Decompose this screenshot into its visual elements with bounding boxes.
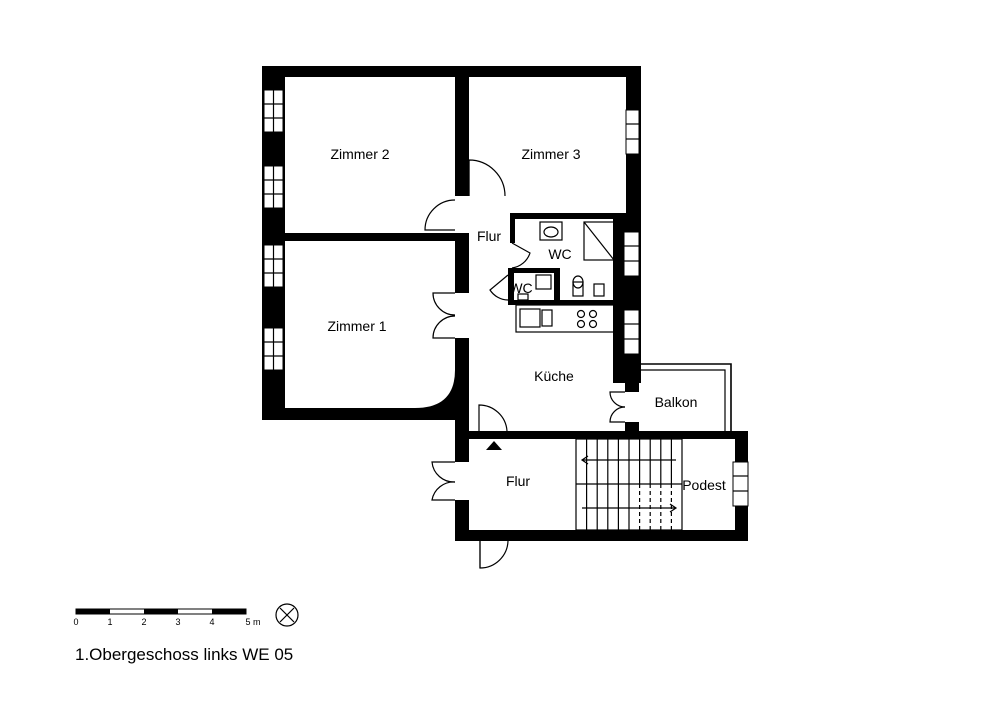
doors — [424, 159, 626, 569]
room-label-kueche: Küche — [534, 368, 574, 384]
windows — [263, 89, 749, 507]
room-label-zimmer3: Zimmer 3 — [521, 146, 580, 162]
room-label-balkon: Balkon — [655, 394, 698, 410]
room-label-flur-lower: Flur — [506, 473, 530, 489]
scale-tick-0: 0 — [73, 617, 78, 627]
outer-walls — [262, 66, 748, 541]
room-label-podest: Podest — [682, 477, 726, 493]
stair-direction-arrow-icon — [582, 503, 678, 513]
plan-caption: 1.Obergeschoss links WE 05 — [75, 645, 294, 664]
scale-tick-1: 1 — [107, 617, 112, 627]
scale-tick-4: 4 — [209, 617, 214, 627]
room-label-zimmer1: Zimmer 1 — [327, 318, 386, 334]
interior-walls — [262, 66, 639, 432]
sanitary-fixtures — [517, 221, 615, 301]
curved-wall — [415, 370, 469, 420]
room-label-zimmer2: Zimmer 2 — [330, 146, 389, 162]
scale-bar: 0 1 2 3 4 5 m — [73, 608, 261, 627]
scale-tick-2: 2 — [141, 617, 146, 627]
scale-tick-3: 3 — [175, 617, 180, 627]
entry-arrow-icon — [486, 441, 502, 450]
compass-x-icon — [275, 603, 299, 627]
room-label-wc-large: WC — [548, 246, 571, 262]
staircase — [575, 438, 683, 531]
scale-tick-5m: 5 m — [245, 617, 260, 627]
room-label-flur-upper: Flur — [477, 228, 501, 244]
kitchen-counter — [515, 304, 615, 333]
stair-direction-arrow-icon — [580, 455, 676, 465]
room-label-wc-small: WC — [509, 280, 532, 296]
balcony-outline — [639, 363, 732, 431]
